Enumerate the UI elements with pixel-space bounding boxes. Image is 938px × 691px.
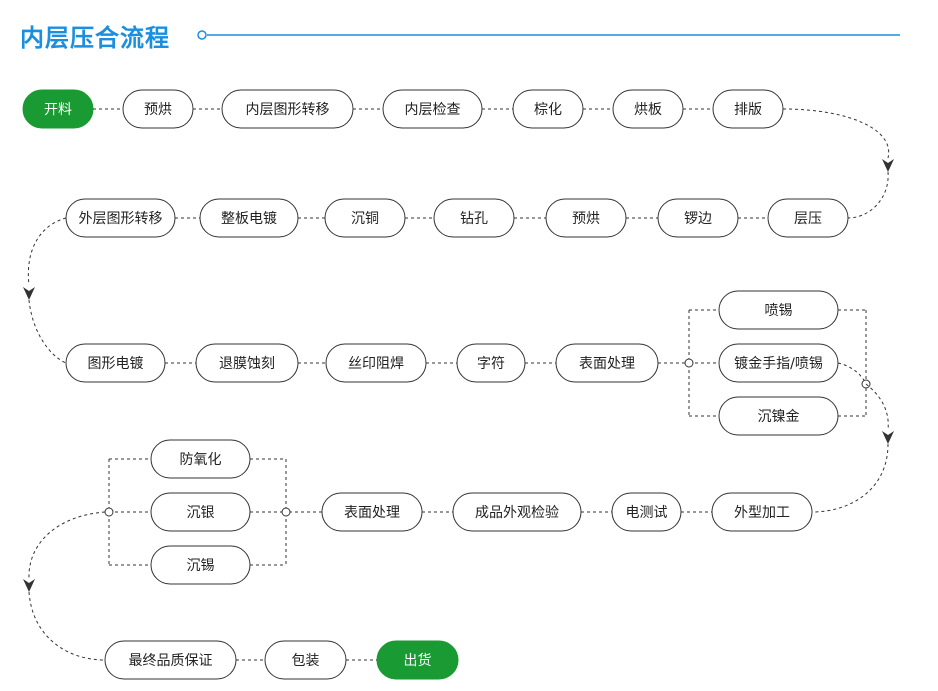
node-label: 丝印阻焊 (348, 356, 404, 372)
process-node: 表面处理 (555, 343, 659, 383)
node-label: 内层图形转移 (246, 102, 330, 118)
process-node: 钻孔 (433, 198, 515, 238)
process-node: 锣边 (657, 198, 739, 238)
node-label: 外型加工 (734, 505, 790, 521)
turn-connector (27, 217, 67, 286)
node-label: 包装 (292, 653, 320, 669)
node-label: 最终品质保证 (129, 653, 213, 669)
process-node: 层压 (767, 198, 849, 238)
node-label: 烘板 (634, 102, 662, 118)
node-label: 棕化 (534, 102, 562, 118)
node-label: 沉银 (187, 505, 215, 521)
process-node: 出货 (376, 640, 459, 680)
node-label: 排版 (734, 102, 762, 118)
node-label: 预烘 (144, 102, 172, 118)
process-node: 镀金手指/喷锡 (718, 343, 839, 383)
process-node: 沉锡 (150, 545, 251, 585)
process-node: 沉镍金 (718, 396, 839, 436)
arrow-head (882, 159, 894, 172)
process-node: 电测试 (611, 492, 682, 532)
process-node: 包装 (264, 640, 347, 680)
process-node: 喷锡 (718, 290, 839, 330)
node-label: 出货 (404, 652, 432, 669)
join-junction (281, 507, 291, 517)
process-node: 表面处理 (321, 492, 423, 532)
turn-connector (28, 591, 106, 661)
split-junction (684, 358, 694, 368)
node-label: 退膜蚀刻 (219, 356, 275, 372)
process-node: 预烘 (545, 198, 627, 238)
process-node: 成品外观检验 (452, 492, 582, 532)
node-label: 锣边 (684, 211, 712, 227)
turn-connector (28, 299, 67, 364)
node-label: 层压 (794, 211, 822, 227)
title-line-start-dot (197, 30, 207, 40)
node-label: 字符 (477, 356, 505, 372)
process-node: 丝印阻焊 (325, 343, 427, 383)
process-node: 外层图形转移 (65, 198, 176, 238)
process-node: 图形电镀 (65, 343, 166, 383)
process-node: 开料 (22, 89, 94, 129)
process-node: 棕化 (512, 89, 584, 129)
page-title: 内层压合流程 (20, 24, 170, 52)
node-label: 沉镍金 (758, 409, 800, 425)
node-label: 表面处理 (579, 356, 635, 372)
process-node: 内层图形转移 (221, 89, 354, 129)
branch-connector (837, 362, 867, 385)
node-label: 喷锡 (765, 303, 793, 319)
node-label: 内层检查 (405, 102, 461, 118)
process-node: 防氧化 (150, 439, 251, 479)
arrow-head (882, 431, 894, 444)
node-label: 表面处理 (344, 505, 400, 521)
process-node: 退膜蚀刻 (195, 343, 299, 383)
node-label: 钻孔 (460, 211, 488, 227)
process-node: 沉银 (150, 492, 251, 532)
process-node: 沉铜 (324, 198, 406, 238)
node-label: 开料 (44, 102, 72, 118)
turn-connector (847, 171, 889, 219)
process-node: 外型加工 (711, 492, 813, 532)
node-label: 电测试 (626, 505, 668, 521)
node-label: 外层图形转移 (79, 211, 163, 227)
process-node: 最终品质保证 (104, 640, 237, 680)
node-label: 图形电镀 (88, 355, 144, 372)
turn-connector (865, 383, 889, 431)
node-label: 成品外观检验 (475, 505, 559, 521)
node-label: 沉锡 (187, 558, 215, 574)
node-label: 整板电镀 (221, 210, 277, 227)
process-node: 烘板 (612, 89, 684, 129)
node-label: 镀金手指/喷锡 (734, 355, 823, 372)
process-node: 排版 (712, 89, 784, 129)
turn-connector (28, 511, 106, 579)
node-label: 沉铜 (351, 211, 379, 227)
arrow-head (23, 579, 35, 592)
arrow-head (23, 287, 35, 300)
node-label: 防氧化 (180, 452, 222, 468)
process-node: 内层检查 (382, 89, 483, 129)
process-node: 预烘 (122, 89, 194, 129)
process-node: 字符 (456, 343, 526, 383)
split-junction (104, 507, 114, 517)
process-node: 整板电镀 (199, 198, 299, 238)
turn-connector (782, 108, 890, 159)
turn-connector (811, 443, 889, 513)
node-label: 预烘 (572, 211, 600, 227)
